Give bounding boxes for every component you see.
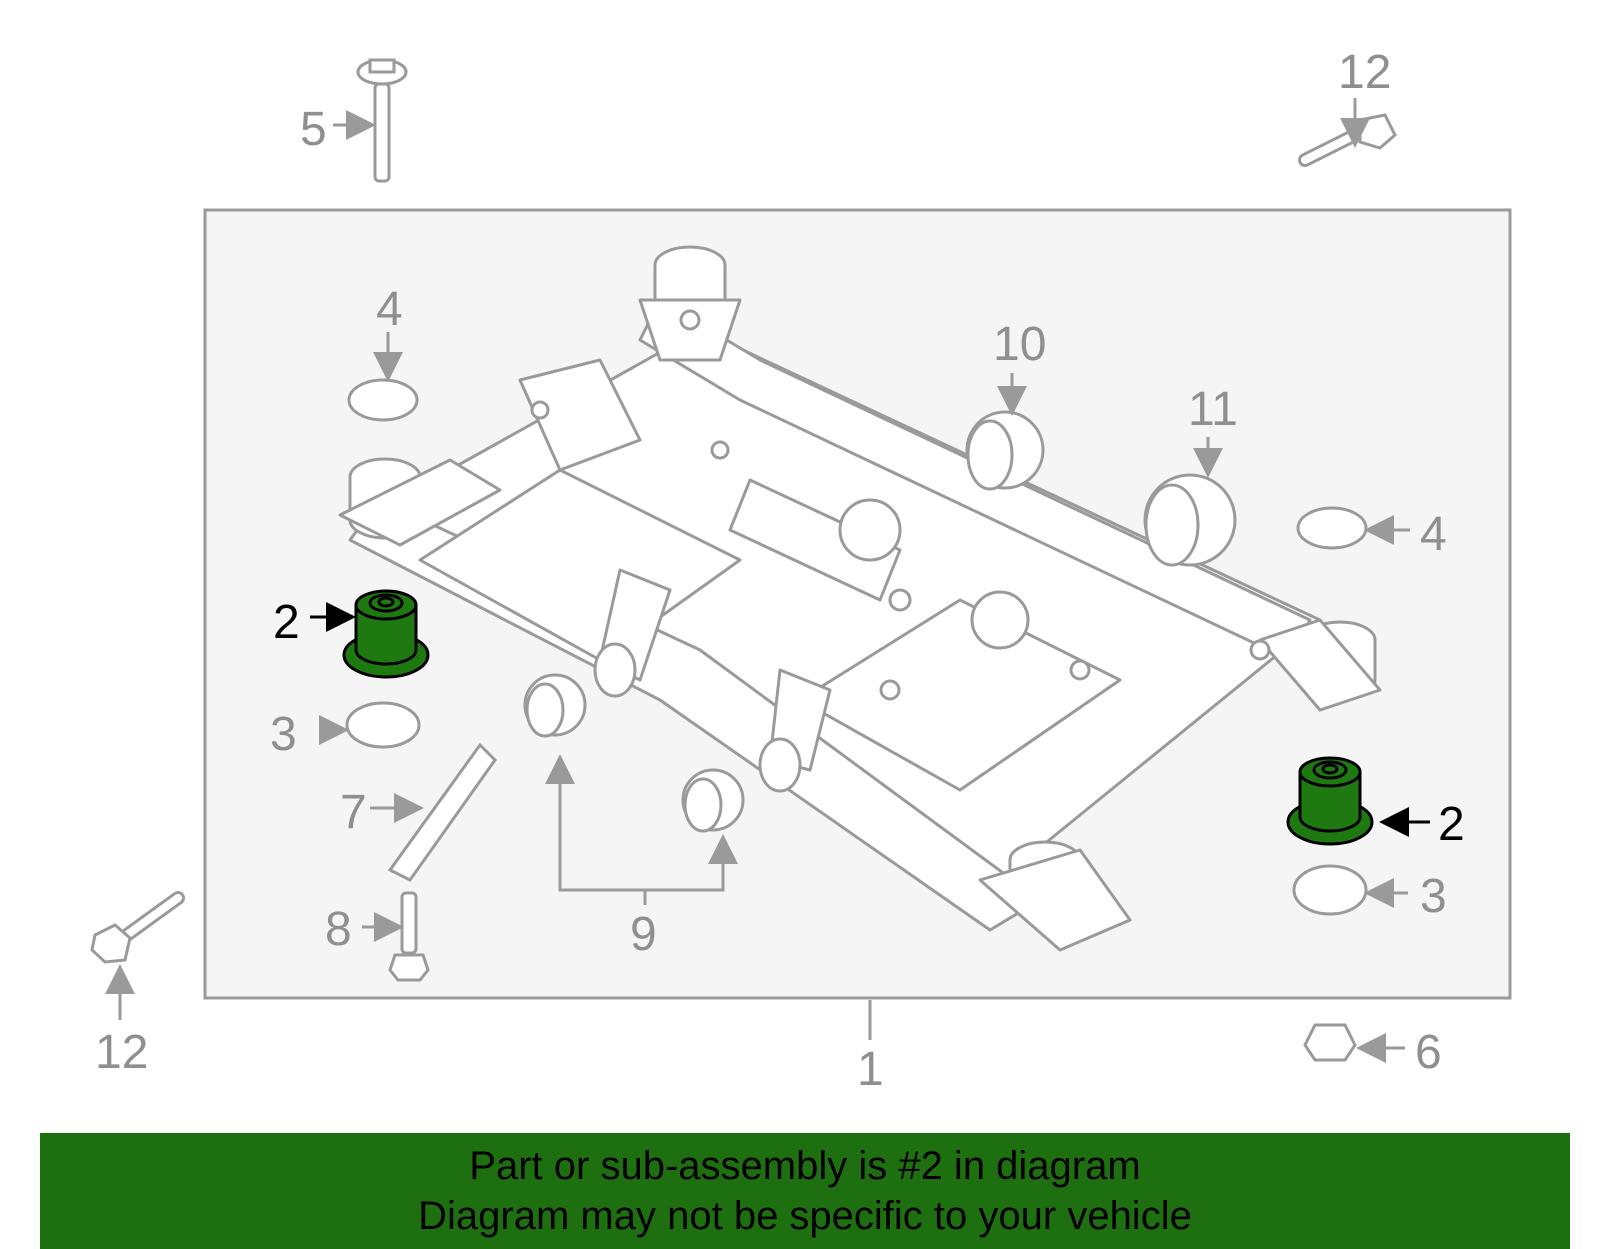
leader-lines bbox=[105, 98, 1410, 1063]
callout-2-left: 2 bbox=[273, 596, 300, 649]
callout-9: 9 bbox=[630, 908, 657, 961]
bushing-part-2-left[interactable] bbox=[342, 589, 430, 679]
callout-10: 10 bbox=[993, 318, 1046, 371]
nut-part-6 bbox=[1303, 1023, 1357, 1062]
callout-12-top: 12 bbox=[1338, 46, 1391, 99]
callout-4-top: 4 bbox=[376, 283, 403, 336]
washer-part-4-left bbox=[347, 378, 419, 422]
banner-line-disclaimer: Diagram may not be specific to your vehi… bbox=[418, 1194, 1192, 1238]
callout-6: 6 bbox=[1415, 1026, 1442, 1079]
bushing-part-9-b bbox=[681, 768, 745, 833]
callout-3-right: 3 bbox=[1420, 870, 1447, 923]
callout-12-bottom: 12 bbox=[95, 1026, 148, 1079]
banner-line-part: Part or sub-assembly is #2 in diagram bbox=[469, 1144, 1141, 1188]
leader-lines-part-2 bbox=[310, 602, 1430, 837]
bushing-part-11 bbox=[1143, 473, 1237, 567]
info-banner: Part or sub-assembly is #2 in diagram Di… bbox=[40, 1133, 1570, 1249]
bolt-part-5 bbox=[356, 58, 408, 183]
callout-3-left: 3 bbox=[270, 708, 297, 761]
callout-1: 1 bbox=[857, 1043, 884, 1096]
plate-part-7 bbox=[387, 742, 497, 882]
callout-4-right: 4 bbox=[1420, 508, 1447, 561]
bolt-part-12-top bbox=[1298, 113, 1397, 167]
bolt-part-8 bbox=[388, 891, 430, 982]
callout-7: 7 bbox=[340, 786, 367, 839]
washer-part-3-left bbox=[345, 701, 421, 749]
washer-part-3-right bbox=[1292, 864, 1368, 916]
bushing-part-2-right[interactable] bbox=[1286, 756, 1374, 846]
bolt-part-12-bottom bbox=[90, 891, 185, 964]
callout-8: 8 bbox=[325, 903, 352, 956]
callout-2-right: 2 bbox=[1438, 798, 1465, 851]
bushing-part-10 bbox=[965, 410, 1045, 491]
bushing-part-9-a bbox=[523, 673, 587, 738]
callout-5: 5 bbox=[300, 103, 327, 156]
callout-11: 11 bbox=[1188, 383, 1238, 436]
washer-part-4-right bbox=[1296, 506, 1368, 550]
